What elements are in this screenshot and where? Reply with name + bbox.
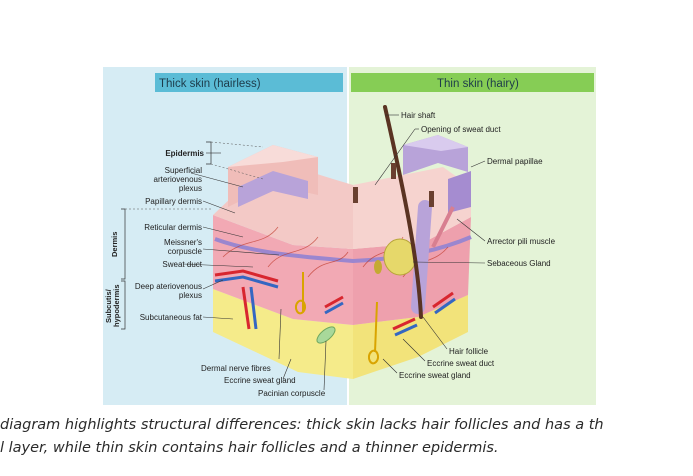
skin-diagram: Thick skin (hairless) Thin skin (hairy) [103, 67, 596, 405]
skin-diagram-svg: Thick skin (hairless) Thin skin (hairy) [103, 67, 596, 405]
label-superficial-2: arteriovenous [154, 175, 202, 184]
label-meissner-1: Meissner's [164, 238, 202, 247]
label-epidermis: Epidermis [165, 149, 204, 158]
label-opening-sweat-duct: Opening of sweat duct [421, 125, 501, 134]
label-deep-plexus-1: Deep ateriovenous [135, 282, 202, 291]
label-papillary-dermis: Papillary dermis [145, 197, 202, 206]
label-hair-shaft: Hair shaft [401, 111, 436, 120]
label-subcutaneous-fat: Subcutaneous fat [140, 313, 203, 322]
label-sweat-duct: Sweat duct [162, 260, 202, 269]
dermis-group-label: Dermis [110, 232, 119, 257]
label-deep-plexus-2: plexus [179, 291, 202, 300]
thin-skin-header-text: Thin skin (hairy) [437, 78, 519, 90]
subcutis-group-label-2: hypodermis [112, 284, 121, 327]
thick-skin-header-text: Thick skin (hairless) [159, 78, 261, 90]
label-reticular-dermis: Reticular dermis [144, 223, 202, 232]
label-arrector-pili: Arrector pili muscle [487, 237, 556, 246]
label-eccrine-left: Eccrine sweat gland [224, 376, 296, 385]
label-superficial-1: Superficial [165, 166, 203, 175]
label-pacinian: Pacinian corpuscle [258, 389, 326, 398]
caption-line-1: diagram highlights structural difference… [0, 414, 693, 437]
caption: diagram highlights structural difference… [0, 414, 693, 474]
label-eccrine-right: Eccrine sweat gland [399, 371, 471, 380]
label-superficial-3: plexus [179, 184, 202, 193]
label-eccrine-duct: Eccrine sweat duct [427, 359, 495, 368]
label-sebaceous-gland: Sebaceous Gland [487, 259, 551, 268]
caption-line-2: l layer, while thin skin contains hair f… [0, 437, 693, 460]
label-meissner-2: corpuscle [168, 247, 203, 256]
label-dermal-papillae: Dermal papillae [487, 157, 543, 166]
label-dermal-nerve: Dermal nerve fibres [201, 364, 271, 373]
label-hair-follicle: Hair follicle [449, 347, 489, 356]
